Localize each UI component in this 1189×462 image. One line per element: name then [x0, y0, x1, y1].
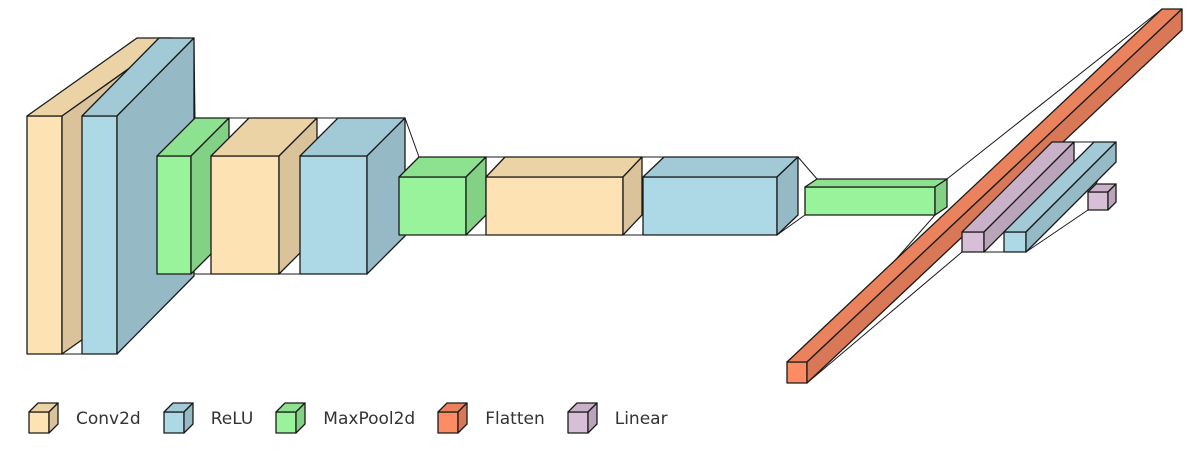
layer-front-face [485, 176, 624, 236]
connector-line [806, 251, 963, 384]
layer-side-face [776, 156, 799, 236]
network-architecture-diagram [26, 8, 1183, 384]
legend-label-linear: Linear [614, 409, 668, 429]
connector-line [946, 8, 1163, 180]
legend-item-maxpool2d: MaxPool2d [273, 402, 415, 436]
layer-front-face [81, 115, 118, 355]
maxpool2d-cube-icon [275, 402, 306, 434]
relu-cube-icon [163, 402, 194, 434]
legend: Conv2d ReLU MaxPool2d Flatten Linear [26, 402, 688, 436]
flatten-cube-icon [437, 402, 468, 434]
layer-maxpool2d [804, 178, 948, 216]
layer-relu [81, 37, 195, 355]
layer-side-face [1107, 183, 1117, 211]
layer-front-face [398, 176, 467, 236]
layer-front-face [804, 186, 936, 216]
layer-front-face [642, 176, 778, 236]
cube-front-face [28, 411, 50, 434]
layer-maxpool2d [398, 156, 487, 236]
layer-front-face [1003, 231, 1027, 253]
legend-item-conv2d: Conv2d [26, 402, 141, 436]
layer-front-face [156, 155, 192, 275]
cube-front-face [437, 411, 459, 434]
cube-front-face [275, 411, 297, 434]
layer-relu [1003, 141, 1117, 253]
layer-top-face [804, 178, 948, 188]
conv2d-cube-icon [28, 402, 59, 434]
connector-line [776, 214, 806, 236]
layer-side-face [622, 156, 643, 236]
layer-conv2d [485, 156, 643, 236]
legend-item-relu: ReLU [161, 402, 254, 436]
connector-line [404, 117, 420, 158]
layer-relu [299, 117, 406, 275]
cube-side-face [183, 402, 194, 434]
layer-side-face [806, 8, 1183, 384]
layer-front-face [299, 155, 368, 275]
legend-label-flatten: Flatten [485, 409, 545, 429]
linear-cube-icon [567, 402, 598, 434]
connector-line [1025, 209, 1089, 253]
legend-item-flatten: Flatten [435, 402, 545, 436]
cube-side-face [457, 402, 468, 434]
layer-side-face [1025, 141, 1117, 253]
legend-item-linear: Linear [565, 402, 668, 436]
cube-side-face [587, 402, 598, 434]
layer-linear [1087, 183, 1117, 211]
layer-top-face [485, 156, 643, 178]
layer-boxes [26, 8, 1183, 384]
layer-front-face [26, 115, 63, 355]
layer-side-face [934, 178, 948, 216]
layer-front-face [210, 155, 280, 275]
cube-front-face [567, 411, 589, 434]
layer-front-face [786, 361, 808, 384]
cube-side-face [295, 402, 306, 434]
layer-side-face [366, 117, 406, 275]
layer-relu [642, 156, 799, 236]
cube-front-face [163, 411, 185, 434]
legend-label-conv2d: Conv2d [76, 409, 141, 429]
legend-label-relu: ReLU [210, 409, 254, 429]
connector-line [797, 156, 818, 180]
layer-flatten [786, 8, 1183, 384]
legend-label-maxpool2d: MaxPool2d [323, 409, 416, 429]
layer-front-face [961, 231, 985, 253]
cube-side-face [48, 402, 59, 434]
layer-top-face [642, 156, 799, 178]
layer-front-face [1087, 191, 1109, 211]
layer-side-face [116, 37, 195, 355]
